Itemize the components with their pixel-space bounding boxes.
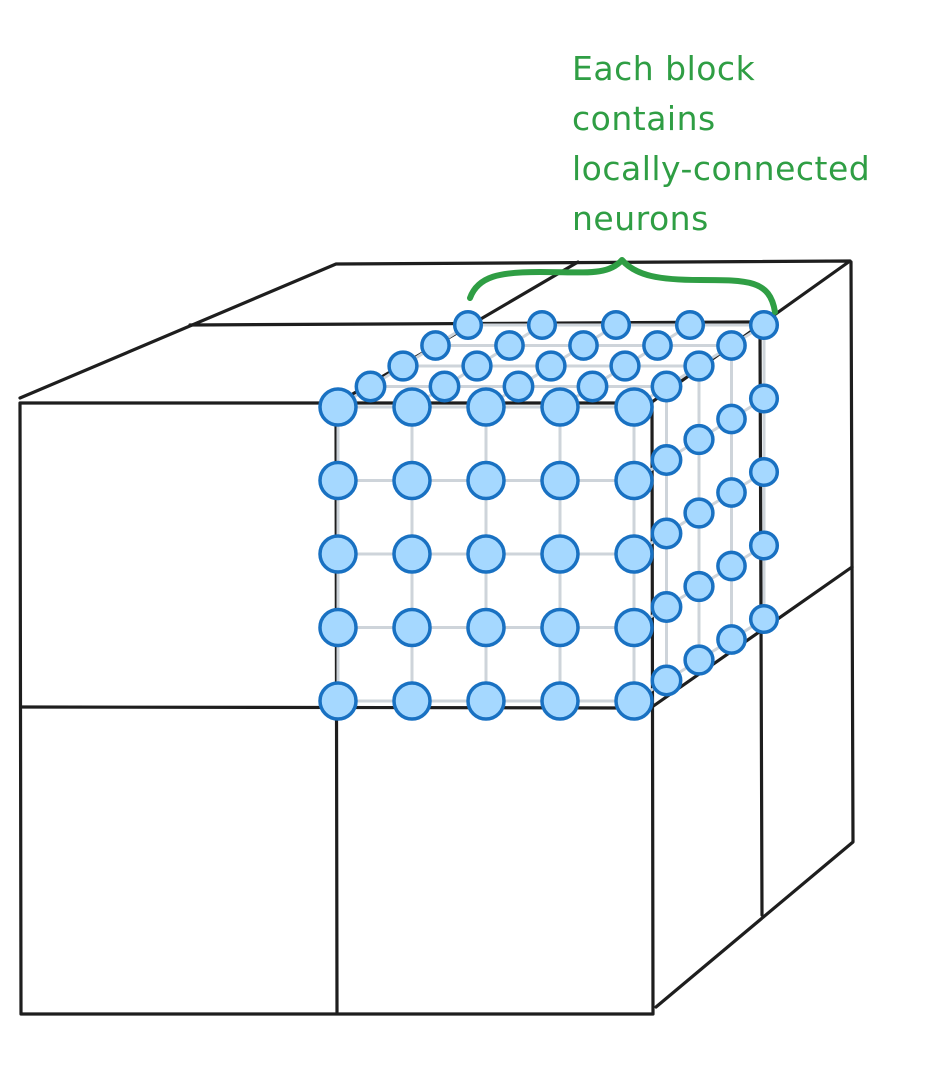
circle-node-icon	[466, 387, 506, 427]
circle-node-icon	[748, 309, 780, 341]
circle-node-icon	[683, 350, 715, 382]
circle-node-icon	[609, 350, 641, 382]
circle-node-icon	[748, 603, 780, 635]
circle-node-icon	[466, 681, 506, 721]
circle-node-icon	[466, 607, 506, 648]
circle-node-icon	[466, 534, 506, 574]
circle-node-icon	[674, 309, 706, 341]
circle-node-icon	[683, 423, 715, 456]
circle-node-icon	[494, 330, 525, 361]
circle-node-icon	[576, 370, 609, 403]
circle-node-icon	[642, 330, 673, 361]
circle-node-icon	[716, 330, 747, 361]
circle-node-icon	[354, 370, 387, 403]
circle-node-icon	[540, 681, 580, 721]
circle-node-icon	[748, 383, 780, 414]
circle-node-icon	[535, 350, 567, 382]
grouping-brace	[467, 257, 778, 315]
circle-node-icon	[614, 607, 654, 648]
circle-node-icon	[540, 534, 580, 574]
annotation-note: Each block contains locally-connected ne…	[572, 44, 917, 244]
circle-node-icon	[318, 607, 358, 648]
circle-node-icon	[614, 387, 654, 427]
circle-node-icon	[716, 624, 747, 655]
annotation-line-4: neurons	[572, 199, 709, 238]
circle-node-icon	[568, 330, 599, 361]
circle-node-icon	[600, 309, 632, 341]
circle-node-icon	[650, 591, 683, 623]
circle-node-icon	[716, 403, 747, 435]
circle-node-icon	[650, 664, 683, 697]
circle-node-icon	[420, 330, 451, 361]
circle-node-icon	[540, 387, 580, 427]
circle-node-icon	[526, 309, 558, 341]
circle-node-icon	[716, 550, 747, 582]
circle-node-icon	[614, 681, 654, 721]
right-face-outline	[654, 260, 855, 1009]
circle-node-icon	[318, 460, 358, 501]
circle-node-icon	[650, 370, 683, 403]
circle-node-icon	[452, 309, 484, 341]
circle-node-icon	[683, 497, 715, 529]
right-face-divider-horizontal	[650, 565, 854, 709]
circle-node-icon	[466, 460, 506, 501]
circle-node-icon	[650, 517, 683, 550]
annotation-line-1: Each block	[572, 49, 756, 88]
circle-node-icon	[387, 350, 419, 382]
circle-node-icon	[392, 534, 432, 574]
circle-node-icon	[650, 444, 683, 476]
circle-node-icon	[318, 534, 358, 574]
circle-node-icon	[392, 460, 432, 501]
circle-node-icon	[428, 370, 461, 403]
circle-node-icon	[392, 607, 432, 648]
circle-node-icon	[716, 477, 747, 508]
circle-node-icon	[748, 530, 780, 561]
front-face-outline	[18, 401, 655, 1016]
circle-node-icon	[461, 350, 493, 382]
circle-node-icon	[392, 681, 432, 721]
circle-node-icon	[502, 370, 535, 403]
circle-node-icon	[318, 387, 358, 427]
circle-node-icon	[614, 460, 654, 501]
circle-node-icon	[318, 681, 358, 721]
circle-node-icon	[683, 570, 715, 603]
neuron-block	[318, 309, 780, 721]
circle-node-icon	[392, 387, 432, 427]
annotation-line-2: contains	[572, 99, 716, 138]
circle-node-icon	[540, 460, 580, 501]
circle-node-icon	[540, 607, 580, 648]
circle-node-icon	[683, 644, 715, 676]
circle-node-icon	[748, 456, 780, 488]
annotation-line-3: locally-connected	[572, 149, 871, 188]
circle-node-icon	[614, 534, 654, 574]
